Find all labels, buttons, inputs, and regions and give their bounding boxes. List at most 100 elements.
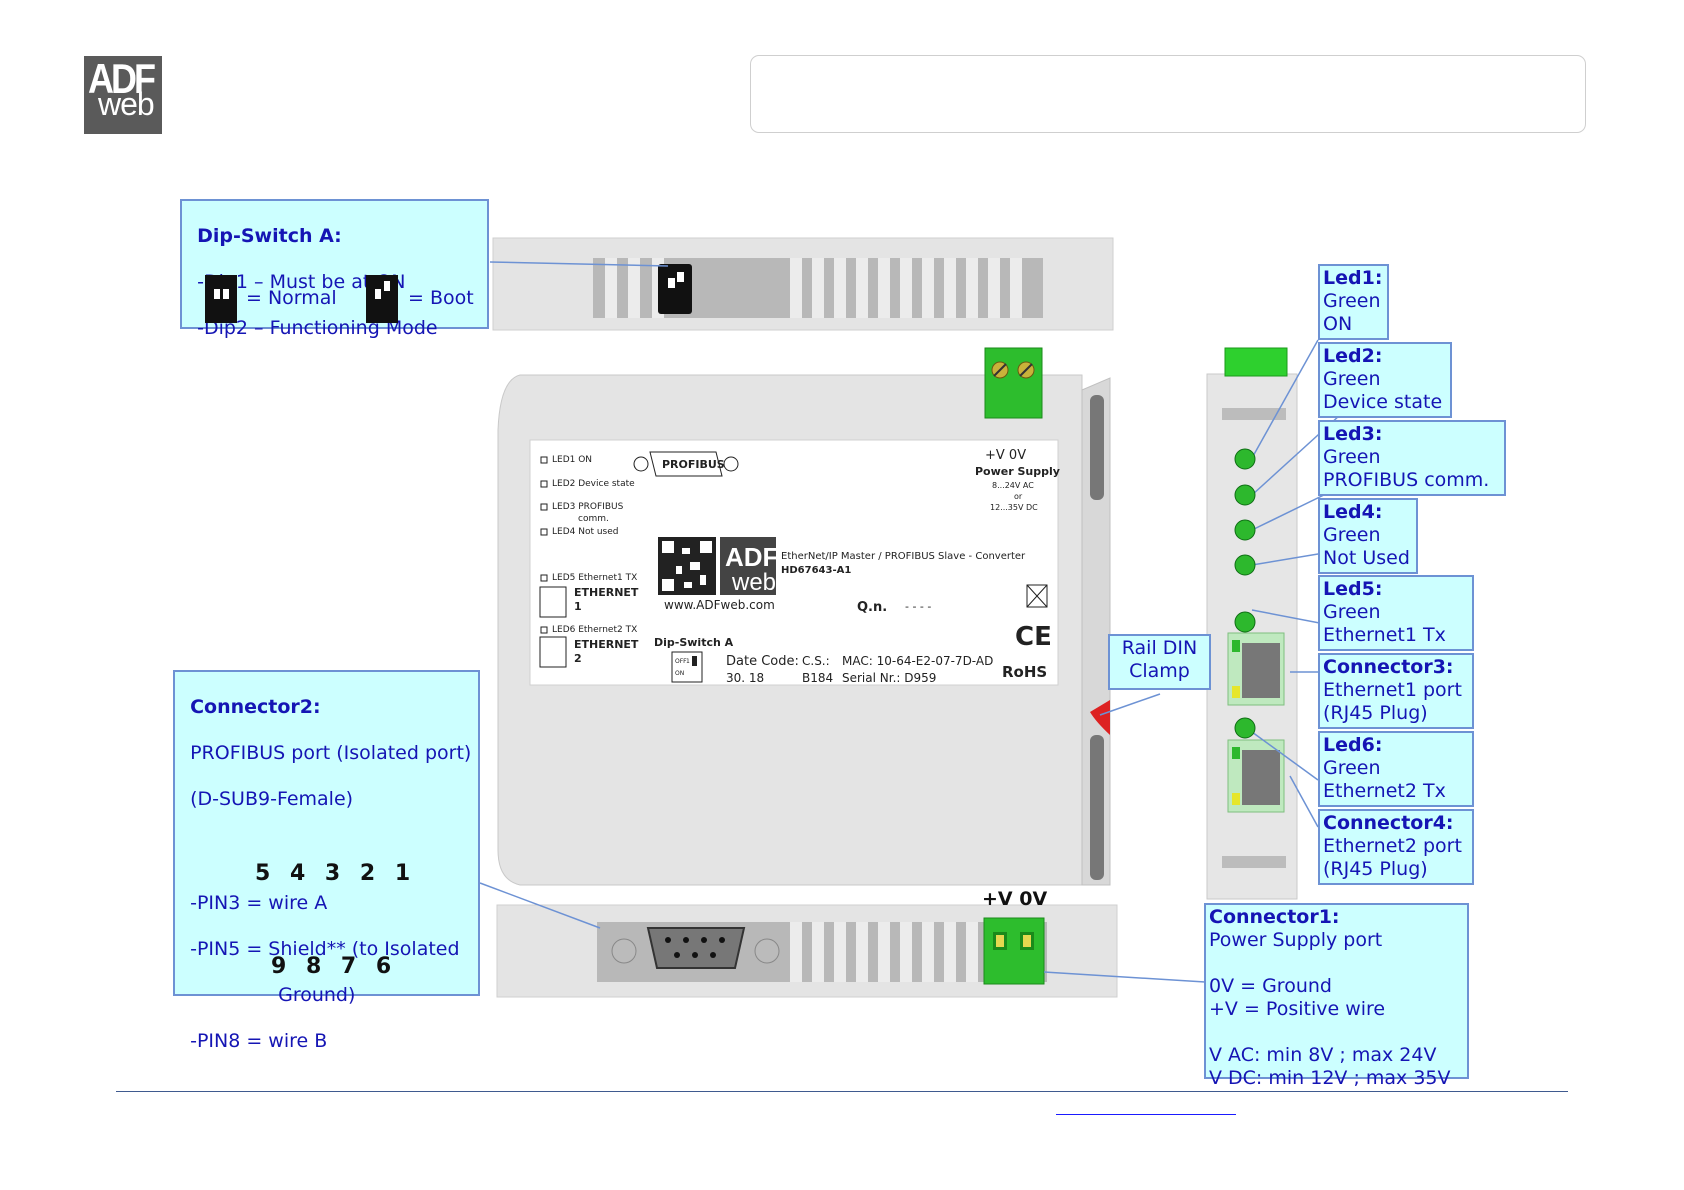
connector1-line3: +V = Positive wire	[1209, 998, 1386, 1020]
connector1-line5: V DC: min 12V ; max 35V	[1209, 1067, 1451, 1089]
connector2-pin8: -PIN8 = wire B	[190, 1030, 328, 1052]
dip-switch-title: Dip-Switch A:	[197, 225, 342, 247]
led1-color: Green	[1323, 290, 1381, 312]
connector2-pins-bottom: 9 8 7 6	[271, 954, 398, 979]
dip-normal-label: = Normal	[246, 287, 337, 309]
label-dip-off: OFF	[675, 658, 687, 665]
callout-dip-switch: Dip-Switch A: -Dip1 – Must be at ON -Dip…	[180, 199, 489, 339]
label-eth2-num: 2	[574, 652, 582, 665]
led3-color: Green	[1323, 446, 1381, 468]
svg-text:web: web	[731, 569, 776, 596]
logo-text-1: ADF	[88, 54, 156, 102]
rail-clamp-red	[1090, 700, 1110, 735]
rail-line1: Rail DIN	[1121, 637, 1198, 659]
dsub-bottom	[646, 927, 746, 969]
dip-boot-label: = Boot	[408, 287, 474, 309]
connector2-pin5b: Ground)	[278, 984, 356, 1006]
connector2-title: Connector2:	[190, 696, 321, 718]
connector1-line4: V AC: min 8V ; max 24V	[1209, 1044, 1437, 1066]
connector3-line2: (RJ45 Plug)	[1323, 702, 1428, 724]
led6-title: Led6:	[1323, 734, 1383, 756]
label-website: www.ADFweb.com	[664, 598, 775, 612]
logo-text-2: web	[98, 86, 155, 122]
label-date-code-value: 30. 18	[726, 671, 765, 685]
connector4-line2: (RJ45 Plug)	[1323, 858, 1428, 880]
connector2-pins-top: 5 4 3 2 1	[255, 861, 417, 886]
connector4-title: Connector4:	[1323, 812, 1454, 834]
label-product: EtherNet/IP Master / PROFIBUS Slave - Co…	[781, 551, 1026, 562]
label-power-supply: Power Supply	[975, 465, 1060, 478]
label-led4: LED4 Not used	[552, 527, 619, 537]
led4-title: Led4:	[1323, 501, 1383, 523]
svg-text:ADF: ADF	[725, 542, 778, 572]
led5-desc: Ethernet1 Tx	[1323, 624, 1446, 646]
callout-connector2: Connector2: PROFIBUS port (Isolated port…	[173, 670, 480, 1052]
connector3-title: Connector3:	[1323, 656, 1454, 678]
led1-desc: ON	[1323, 313, 1353, 335]
leader-lines	[479, 261, 1341, 983]
footer-divider	[116, 1091, 1568, 1092]
connector3-line1: Ethernet1 port	[1323, 679, 1462, 701]
led4-color: Green	[1323, 524, 1381, 546]
callout-connector3: Connector3:Ethernet1 port(RJ45 Plug)	[1318, 653, 1474, 729]
led2-color: Green	[1323, 368, 1381, 390]
label-serial: Serial Nr.: D959	[842, 671, 937, 685]
connector2-pin5a: -PIN5 = Shield** (to Isolated	[190, 938, 460, 960]
led5-color: Green	[1323, 601, 1381, 623]
label-rohs: RoHS	[1002, 663, 1048, 681]
label-date-code: Date Code:	[726, 654, 799, 669]
label-pv: +V 0V	[985, 448, 1027, 463]
label-code: HD67643-A1	[781, 565, 852, 576]
led1-title: Led1:	[1323, 267, 1383, 289]
label-ps1: 8...24V AC	[992, 481, 1034, 490]
label-led2: LED2 Device state	[552, 479, 635, 489]
label-dip: Dip-Switch A	[654, 636, 734, 649]
label-dip-on: ON	[675, 670, 685, 677]
label-ps3: 12...35V DC	[990, 503, 1038, 512]
label-qn: Q.n.	[857, 600, 888, 615]
label-qn-value: - - - -	[905, 600, 932, 613]
label-dip-12: 1 2	[686, 658, 696, 665]
label-eth1: ETHERNET	[574, 586, 639, 599]
rail-slot-bottom	[1090, 735, 1104, 880]
rail-slot-top	[1090, 395, 1104, 500]
led2-desc: Device state	[1323, 391, 1443, 413]
label-led5: LED5 Ethernet1 TX	[552, 573, 638, 583]
label-ce: CE	[1015, 622, 1052, 652]
connector4-line1: Ethernet2 port	[1323, 835, 1462, 857]
label-led1: LED1 ON	[552, 455, 593, 465]
label-eth2: ETHERNET	[574, 638, 639, 651]
connector2-pin3: -PIN3 = wire A	[190, 892, 328, 914]
led3-desc: PROFIBUS comm.	[1323, 469, 1490, 491]
side-power-terminal	[1224, 347, 1288, 377]
callout-connector4: Connector4:Ethernet2 port(RJ45 Plug)	[1318, 809, 1474, 885]
label-profibus: PROFIBUS	[662, 458, 725, 471]
label-cs-value: B184	[802, 671, 834, 685]
led3-title: Led3:	[1323, 423, 1383, 445]
connector2-line2: (D-SUB9-Female)	[190, 788, 354, 810]
label-led3: LED3 PROFIBUS	[552, 502, 624, 512]
led6-desc: Ethernet2 Tx	[1323, 780, 1446, 802]
led4-desc: Not Used	[1323, 547, 1410, 569]
connector1-line1: Power Supply port	[1209, 929, 1383, 951]
label-eth1-num: 1	[574, 600, 582, 613]
footer-link-underline[interactable]	[1056, 1114, 1236, 1115]
power-terminal-top	[984, 347, 1043, 419]
adfweb-logo: ADF web	[84, 54, 162, 134]
dip-normal-icon	[205, 275, 237, 323]
rail-line2: Clamp	[1129, 660, 1190, 682]
connector2-line1: PROFIBUS port (Isolated port)	[190, 742, 472, 764]
front-label	[529, 439, 1059, 686]
label-led3b: comm.	[578, 514, 609, 524]
label-ps2: or	[1014, 492, 1023, 501]
top-dip-switch	[658, 264, 692, 314]
label-cs: C.S.:	[802, 654, 830, 668]
